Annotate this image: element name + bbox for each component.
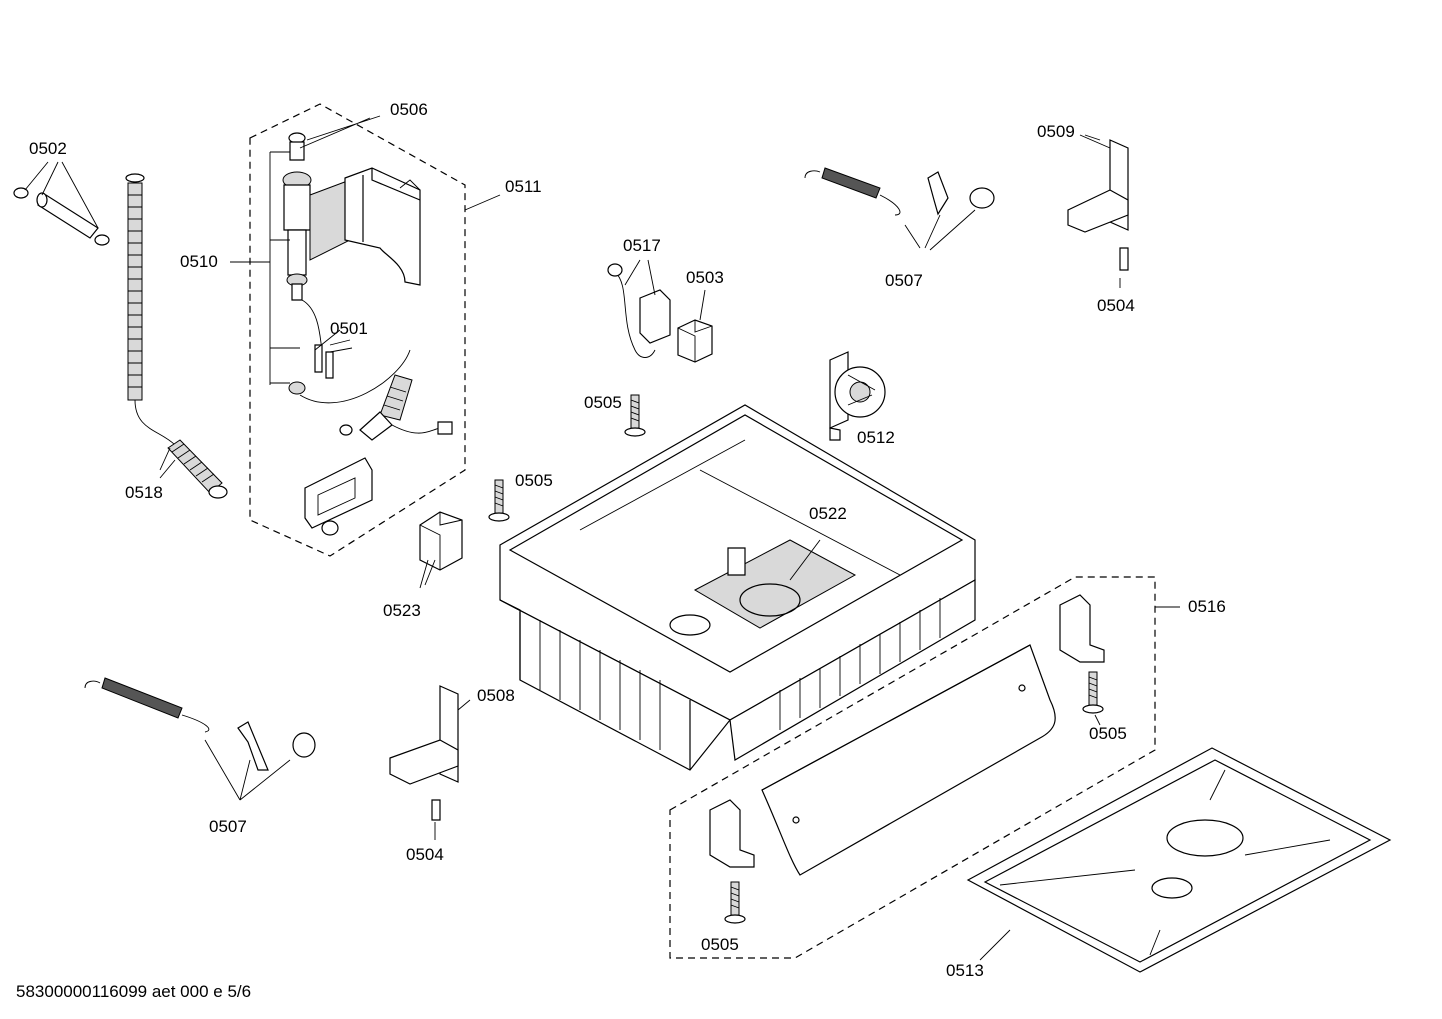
part-0505-screw-b [488, 479, 510, 522]
label-0522: 0522 [809, 504, 847, 523]
part-0505-screw-a [624, 394, 646, 437]
leader-lines [159, 134, 1180, 840]
assembly-0516-outline [669, 576, 1156, 959]
part-0516-endcap-left [709, 799, 755, 868]
label-0501: 0501 [330, 319, 368, 338]
part-0516-endcap-right [1059, 594, 1105, 663]
label-0503: 0503 [686, 268, 724, 287]
part-0505-screw-c [1082, 671, 1104, 714]
part-0502-pipe [13, 161, 110, 246]
part-inlet-elbow [299, 349, 453, 441]
part-0503-box [677, 289, 713, 363]
part-0513-plate [966, 747, 1392, 973]
document-code: 58300000116099 aet 000 e 5/6 [16, 982, 252, 1001]
label-0507-top: 0507 [885, 271, 923, 290]
part-0509-bracket [1067, 134, 1129, 271]
part-valve-housing [344, 167, 421, 286]
label-0516: 0516 [1188, 597, 1226, 616]
assembly-0511-outline [249, 103, 466, 557]
label-0505-d: 0505 [701, 935, 739, 954]
part-0516-panel [761, 644, 1056, 876]
label-0504-top: 0504 [1097, 296, 1135, 315]
label-0505-a: 0505 [584, 393, 622, 412]
label-0523: 0523 [383, 601, 421, 620]
part-0517-cable [607, 259, 671, 358]
label-0508: 0508 [477, 686, 515, 705]
part-base-tub [499, 404, 976, 771]
part-0518-hose [125, 173, 228, 499]
label-0504-bottom: 0504 [406, 845, 444, 864]
part-0512-pump [829, 351, 886, 441]
label-0512: 0512 [857, 428, 895, 447]
label-0517: 0517 [623, 236, 661, 255]
part-0505-screw-d [724, 881, 746, 924]
part-0507-spring-top [804, 167, 995, 251]
part-0510-valve [230, 115, 381, 385]
part-bracket-0511 [304, 457, 373, 536]
part-0508-bracket [389, 685, 471, 821]
label-0506: 0506 [390, 100, 428, 119]
label-0518: 0518 [125, 483, 163, 502]
part-0523-box [419, 511, 463, 589]
label-0511: 0511 [505, 177, 542, 196]
label-0510: 0510 [180, 252, 218, 271]
label-0502: 0502 [29, 139, 67, 158]
part-0507-spring-bottom [84, 677, 316, 801]
part-0501-connectors [288, 339, 353, 395]
label-0513: 0513 [946, 961, 984, 980]
label-0507-bottom: 0507 [209, 817, 247, 836]
label-0505-b: 0505 [515, 471, 553, 490]
label-0505-c: 0505 [1089, 724, 1127, 743]
label-0509: 0509 [1037, 122, 1075, 141]
